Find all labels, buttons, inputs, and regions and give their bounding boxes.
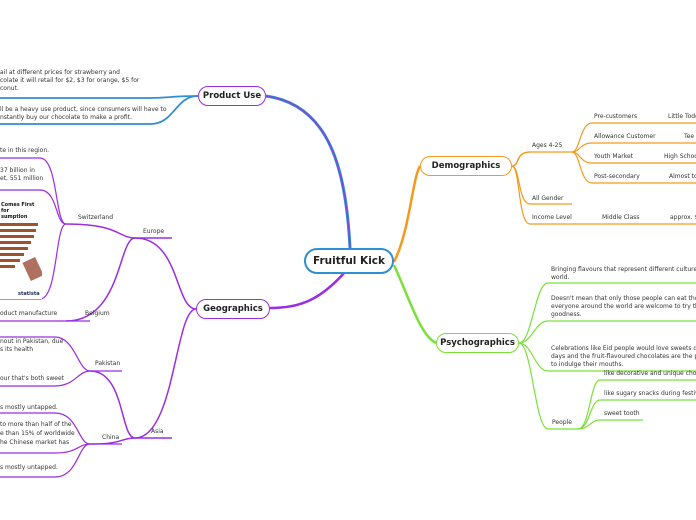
connector-psychographics [392, 264, 437, 345]
connector-product-use [265, 94, 352, 249]
connector-demographics [392, 165, 422, 263]
chart-bar [0, 235, 34, 238]
pakistan-note[interactable]: s its health [0, 346, 34, 353]
chart-bar [0, 253, 24, 256]
chart-title: Comes First for sumption [1, 202, 42, 220]
psychographic-people[interactable]: People [552, 419, 572, 426]
age-segment[interactable]: Allowance Customer [594, 133, 656, 140]
china-note[interactable]: s mostly untapped. [0, 464, 58, 471]
country-pakistan[interactable]: Pakistan [95, 360, 121, 367]
age-segment-value[interactable]: Almost to [669, 173, 696, 180]
topic-psychographics[interactable]: Psychographics [436, 333, 519, 353]
age-segment[interactable]: Youth Market [594, 153, 634, 160]
demographic-gender[interactable]: All Gender [532, 195, 564, 202]
switzerland-note[interactable]: 37 billion in [0, 167, 35, 174]
age-segment[interactable]: Post-secondary [594, 173, 640, 180]
psychographic-note[interactable]: days and the fruit-flavoured chocolates … [551, 353, 696, 360]
region-europe[interactable]: Europe [143, 228, 165, 235]
demographic-ages[interactable]: Ages 4-25 [532, 142, 563, 149]
income-class[interactable]: Middle Class [602, 214, 640, 221]
chart-title-line: sumption [1, 214, 28, 220]
statista-logo: statista [18, 291, 40, 297]
chart-bar [0, 241, 31, 244]
people-trait[interactable]: like decorative and unique chocol [604, 370, 696, 377]
age-segment[interactable]: Pre-customers [594, 113, 638, 120]
china-note[interactable]: s mostly untapped. [0, 404, 58, 411]
china-note[interactable]: e than 15% of worldwide [0, 430, 75, 437]
country-belgium[interactable]: Belgium [85, 310, 110, 317]
topic-geographics[interactable]: Geographics [196, 299, 270, 319]
chart-bar [0, 229, 36, 232]
psychographic-note[interactable]: Celebrations like Eid people would love … [551, 345, 696, 352]
country-switzerland[interactable]: Switzerland [78, 214, 113, 221]
product-use-note[interactable]: ll be a heavy use product, since consume… [0, 106, 167, 113]
product-use-note[interactable]: conut. [0, 85, 19, 92]
chart-bar [0, 223, 38, 226]
age-segment-value[interactable]: Tee [684, 133, 695, 140]
pakistan-note[interactable]: nout in Pakistan, due [0, 338, 64, 345]
people-trait[interactable]: like sugary snacks during festival [604, 390, 696, 397]
psychographic-note[interactable]: Doesn't mean that only those people can … [551, 295, 696, 302]
country-china[interactable]: China [102, 434, 120, 441]
chocolate-bar-picture [22, 256, 42, 282]
connector-geographics [269, 271, 346, 310]
demographic-income[interactable]: Income Level [532, 214, 572, 221]
region-asia[interactable]: Asia [151, 428, 164, 435]
belgium-note[interactable]: oduct manufacture [0, 310, 58, 317]
topic-demographics[interactable]: Demographics [420, 156, 512, 176]
product-use-note[interactable]: ail at different prices for strawberry a… [0, 69, 120, 76]
people-trait[interactable]: sweet tooth [604, 410, 640, 417]
chart-bar [0, 259, 20, 262]
psychographic-note[interactable]: world. [551, 274, 570, 281]
age-segment-value[interactable]: Little Todd [668, 113, 696, 120]
pakistan-note[interactable]: our that's both sweet [0, 375, 65, 382]
psychographic-note[interactable]: goodness. [551, 311, 582, 318]
chart-title-line: Comes First for [1, 202, 35, 214]
central-topic[interactable]: Fruitful Kick [304, 248, 394, 274]
income-value[interactable]: approx. $ [670, 214, 696, 221]
psychographic-note[interactable]: to indulge their mouths. [551, 361, 624, 368]
china-note[interactable]: to more than half of the [0, 421, 72, 428]
switzerland-note[interactable]: te in this region. [0, 147, 50, 154]
chart-bar [0, 265, 15, 268]
age-segment-value[interactable]: High Schoo [664, 153, 696, 160]
chart-bar [0, 247, 28, 250]
product-use-note[interactable]: colate it will retail for $2, $3 for ora… [0, 77, 140, 84]
product-use-note[interactable]: nstantly buy our chocolate to make a pro… [0, 114, 132, 121]
china-note[interactable]: he Chinese market has [0, 439, 70, 446]
psychographic-note[interactable]: everyone around the world are welcome to… [551, 303, 696, 310]
psychographic-note[interactable]: Bringing flavours that represent differe… [551, 266, 696, 273]
topic-product-use[interactable]: Product Use [198, 86, 266, 106]
chocolate-consumption-chart-image[interactable]: Comes First for sumption statista [0, 201, 42, 299]
switzerland-note[interactable]: et, 551 million [0, 175, 44, 182]
